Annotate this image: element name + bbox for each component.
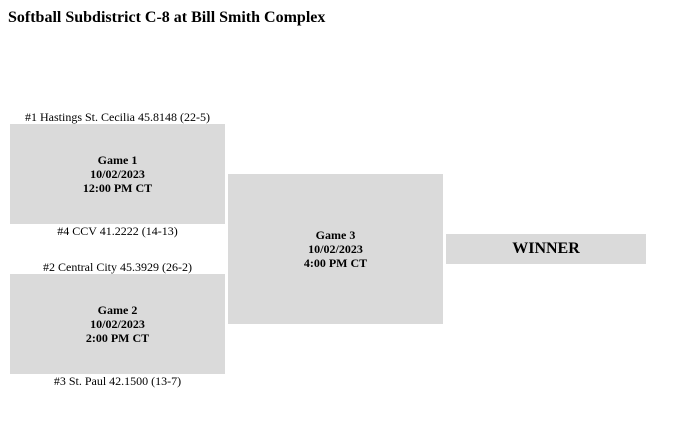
game1-team-top: #1 Hastings St. Cecilia 45.8148 (22-5) [25,110,210,124]
game1-date: 10/02/2023 [90,167,145,181]
game1-time: 12:00 PM CT [82,181,153,195]
game3-date: 10/02/2023 [308,242,363,256]
page-title: Softball Subdistrict C-8 at Bill Smith C… [8,9,326,26]
game1-name: Game 1 [97,153,138,167]
game2-time: 2:00 PM CT [85,331,150,345]
game3-name: Game 3 [315,228,356,242]
game1-box[interactable]: Game 1 10/02/2023 12:00 PM CT [10,124,225,224]
game2-name: Game 2 [97,303,138,317]
winner-label: WINNER [512,240,580,257]
game2-team-bottom: #3 St. Paul 42.1500 (13-7) [53,374,182,388]
game2-box[interactable]: Game 2 10/02/2023 2:00 PM CT [10,274,225,374]
game3-time: 4:00 PM CT [303,256,368,270]
game2-date: 10/02/2023 [90,317,145,331]
game3-box[interactable]: Game 3 10/02/2023 4:00 PM CT [228,174,443,324]
game1-team-bottom: #4 CCV 41.2222 (14-13) [57,224,178,238]
game2-team-top: #2 Central City 45.3929 (26-2) [43,260,192,274]
winner-box: WINNER [446,234,646,264]
